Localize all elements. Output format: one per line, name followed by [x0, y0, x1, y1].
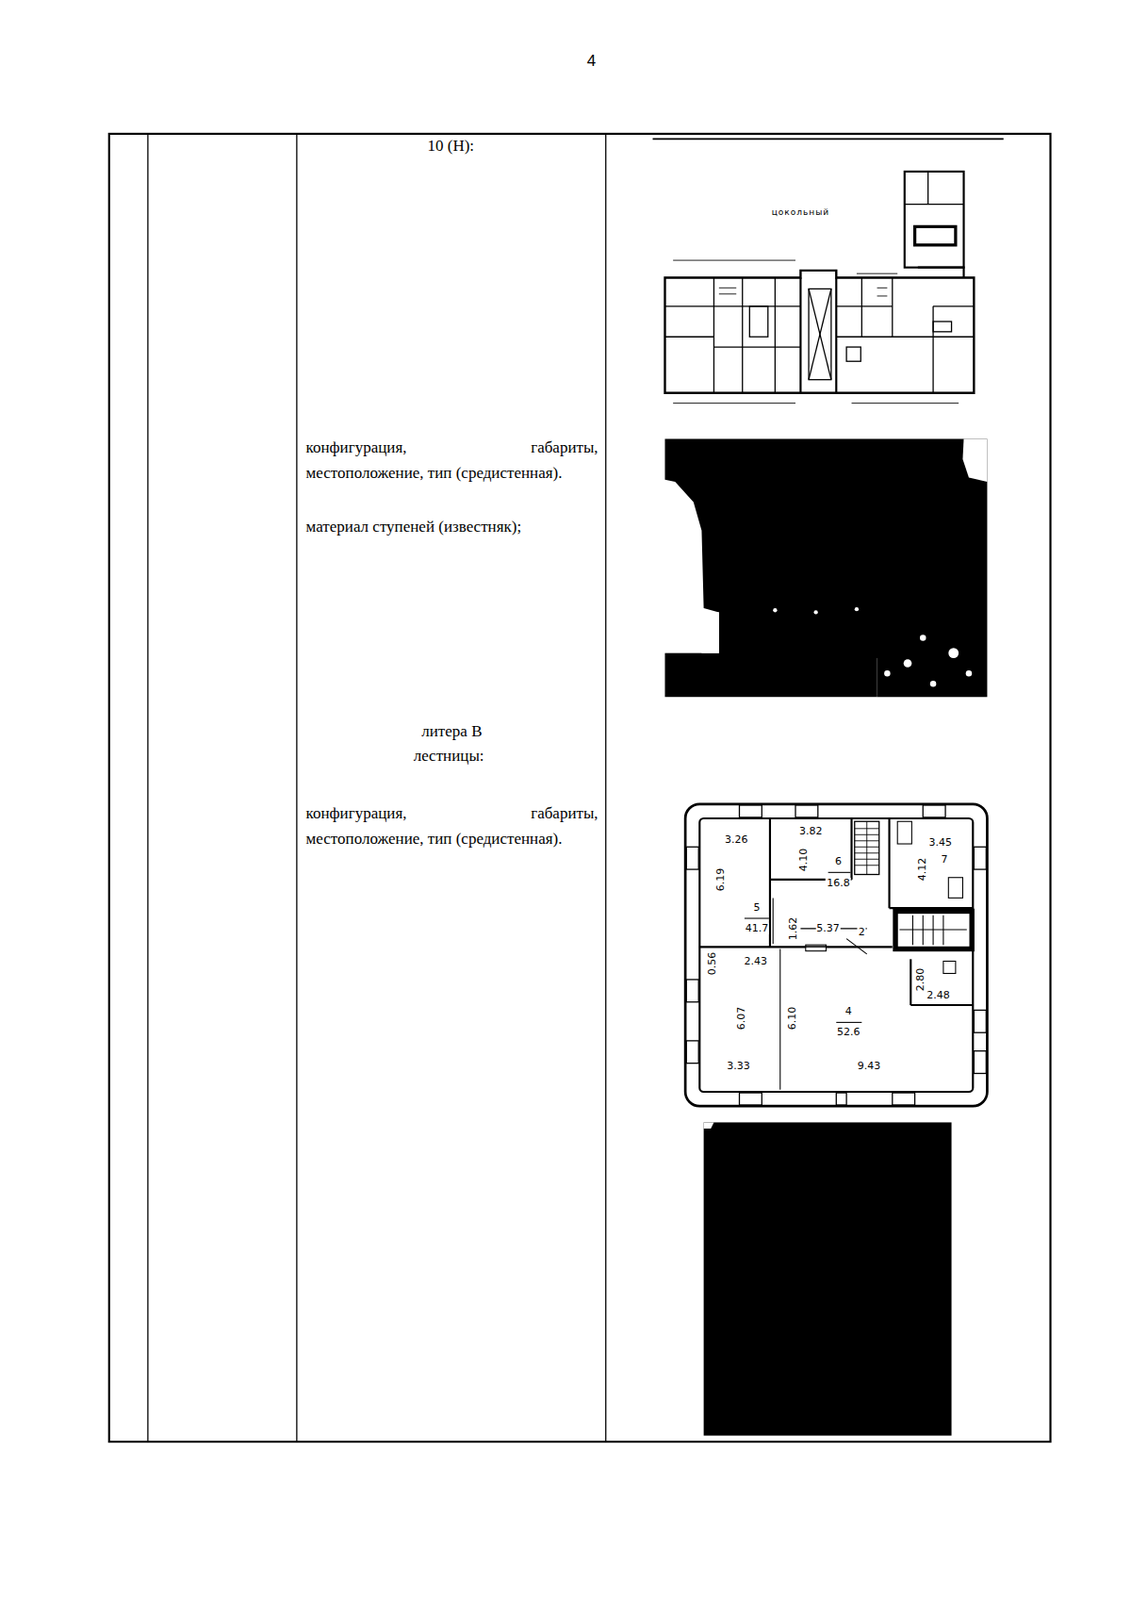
dimension-label: 16.8: [825, 877, 852, 889]
cell-text: конфигурация, габариты, местоположение, …: [306, 434, 599, 486]
cell-text: конфигурация, габариты, местоположение, …: [306, 800, 599, 852]
dimension-label: 9.43: [856, 1060, 883, 1072]
dimension-label: 3.26: [723, 834, 750, 846]
dimension-label: 6: [834, 855, 843, 868]
floor-plan: [685, 803, 987, 1106]
cell-text: литера В: [421, 721, 482, 741]
dimension-label: 3.82: [798, 825, 824, 837]
floor-label: цокольный: [770, 207, 831, 217]
table-grid: [109, 133, 1051, 1442]
dimension-label: 4: [844, 1005, 853, 1017]
cell-text: 10 (Н):: [427, 136, 476, 156]
dimension-label: 4.12: [917, 856, 929, 883]
page-number: 4: [587, 51, 596, 71]
redacted-photo: [704, 1121, 952, 1435]
redacted-photo: [665, 438, 988, 697]
dimension-label: 5.37: [815, 922, 841, 935]
dimension-label: 6.10: [786, 1005, 799, 1032]
dimension-label: 6.07: [736, 1005, 748, 1032]
dimension-label: 3.33: [725, 1060, 752, 1072]
cell-text: лестницы:: [413, 746, 485, 766]
dimension-label: 2: [857, 926, 867, 938]
dimension-label: 1.62: [787, 915, 800, 941]
dimension-label: 3.45: [927, 836, 953, 849]
dimension-label: 5: [752, 901, 761, 914]
basement-plan: [653, 138, 1004, 403]
dimension-label: 52.6: [835, 1026, 862, 1038]
cell-text: материал ступеней (известняк);: [306, 513, 599, 540]
dimension-label: 7: [940, 853, 950, 866]
dimension-label: 41.7: [744, 922, 771, 935]
dimension-label: 4.10: [798, 847, 810, 873]
dimension-label: 6.19: [715, 866, 727, 892]
dimension-label: 2.43: [743, 955, 770, 968]
dimension-label: 0.56: [706, 950, 719, 976]
dimension-label: 2.80: [915, 967, 927, 993]
dimension-label: 2.48: [925, 989, 951, 1001]
